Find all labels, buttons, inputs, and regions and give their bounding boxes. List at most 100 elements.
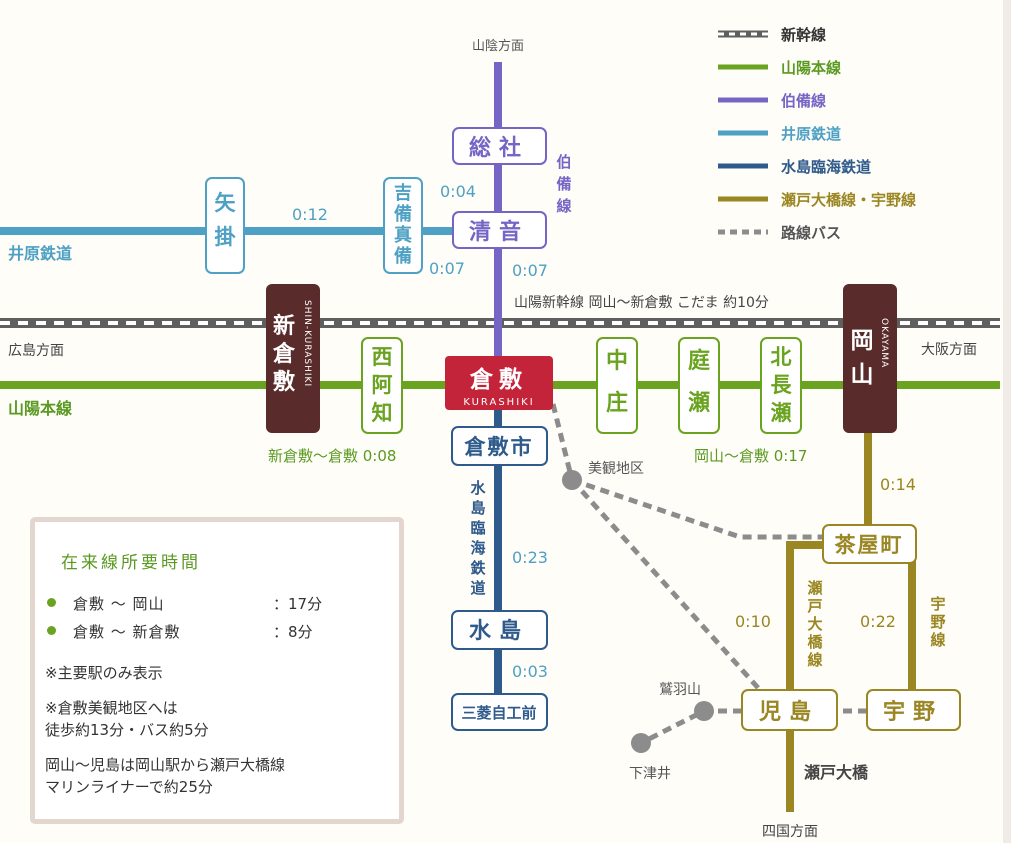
station-shinkurashiki-roman: SHIN-KURASHIKI	[302, 300, 312, 387]
seto-ohashi-line	[786, 433, 872, 812]
washuzan-bus-stop	[694, 701, 714, 721]
shinkansen-note: 山陽新幹線 岡山〜新倉敷 こだま 約10分	[514, 294, 769, 311]
station-kojima-label: 児島	[758, 699, 819, 725]
time-kiyone-kurashiki: 0:07	[512, 261, 548, 280]
time-kibi-kiyone: 0:07	[429, 259, 465, 278]
washuzan-label: 鷲羽山	[659, 682, 701, 698]
legend-item: 瀬戸大橋線・宇野線	[718, 191, 916, 209]
notes-row-kurashiki-shinkurashiki: 倉敷 〜 新倉敷 ：8分	[45, 621, 383, 649]
shimotsui-label: 下津井	[629, 766, 671, 782]
notes-kojima-line1: 岡山〜児島は岡山駅から瀬戸大橋線	[45, 756, 286, 774]
station-kibimakibi[interactable]: 吉備真備	[383, 177, 423, 274]
legend-label: 新幹線	[781, 26, 826, 44]
setoohashi-label: 瀬戸大橋	[804, 763, 869, 782]
notes-title: 在来線所要時間	[61, 553, 201, 573]
bikan-bus-stop	[562, 470, 582, 490]
notes-bikan-line1: ※倉敷美観地区へは	[45, 699, 178, 717]
station-souja-label: 総社	[469, 135, 529, 161]
station-nakasho-label: 中庄	[606, 349, 628, 416]
bullet-icon	[47, 598, 56, 607]
station-uno-label: 宇野	[883, 700, 943, 725]
legend-item: 伯備線	[718, 92, 826, 110]
station-nishiachi[interactable]: 西阿知	[361, 337, 403, 434]
station-mizushima[interactable]: 水島	[451, 610, 548, 650]
notes-route: 倉敷 〜 岡山	[73, 595, 165, 613]
station-nishiachi-label: 西阿知	[372, 345, 393, 425]
notes-time: ：8分	[273, 623, 313, 641]
station-niwase-label: 庭瀬	[688, 348, 710, 416]
notes-kojima-line2: マリンライナーで約25分	[45, 778, 213, 796]
page-scroll-edge	[1003, 0, 1011, 843]
travel-time-notes: 在来線所要時間 倉敷 〜 岡山 ：17分 倉敷 〜 新倉敷 ：8分 ※主要駅のみ表示…	[30, 517, 404, 824]
station-kurashiki-roman: KURASHIKI	[463, 397, 534, 408]
time-okayama-kurashiki: 岡山〜倉敷 0:17	[694, 447, 807, 465]
station-nakasho[interactable]: 中庄	[596, 337, 638, 434]
station-kiyone[interactable]: 清音	[452, 211, 547, 249]
station-kojima[interactable]: 児島	[741, 689, 838, 731]
legend-item: 路線バス	[718, 224, 841, 242]
legend-item: 山陽本線	[718, 59, 841, 77]
legend-label: 伯備線	[781, 92, 826, 110]
notes-row-kurashiki-okayama: 倉敷 〜 岡山 ：17分	[45, 593, 383, 621]
time-okayama-chayamachi: 0:14	[880, 475, 916, 494]
notes-time: ：17分	[273, 595, 323, 613]
osaka-direction-label: 大阪方面	[921, 342, 977, 358]
uno-line-label: 宇野線	[930, 595, 945, 649]
ibara-line-label: 井原鉄道	[8, 244, 72, 263]
legend-label: 井原鉄道	[781, 125, 841, 143]
mizushima-line-label: 水島臨海鉄道	[470, 479, 486, 597]
legend-label: 瀬戸大橋線・宇野線	[781, 191, 916, 209]
station-kurashiki-label: 倉敷	[469, 366, 528, 393]
station-shinkurashiki-label: 新倉敷	[272, 313, 296, 395]
sanyo-line-label: 山陽本線	[8, 399, 72, 418]
station-mitsubishi[interactable]: 三菱自工前	[451, 693, 548, 731]
shikoku-direction-label: 四国方面	[762, 824, 818, 840]
legend-label: 路線バス	[781, 224, 841, 242]
time-chayamachi-kojima: 0:10	[735, 612, 771, 631]
station-mizushima-label: 水島	[469, 618, 529, 644]
hakubi-line-label: 伯備線	[556, 153, 571, 215]
notes-kojima-access: 岡山〜児島は岡山駅から瀬戸大橋線 マリンライナーで約25分	[45, 754, 383, 798]
station-yakake[interactable]: 矢掛	[205, 177, 245, 274]
station-uno[interactable]: 宇野	[866, 689, 961, 731]
seto-ohashi-line-label: 瀬戸大橋線	[807, 579, 823, 669]
bullet-icon	[47, 626, 56, 635]
notes-bikan-access: ※倉敷美観地区へは 徒歩約13分・バス約5分	[45, 697, 383, 741]
hiroshima-direction-label: 広島方面	[8, 343, 64, 359]
legend-item: 井原鉄道	[718, 125, 841, 143]
station-kurashikishi[interactable]: 倉敷市	[451, 426, 548, 466]
station-kitanagase[interactable]: 北長瀬	[760, 337, 802, 434]
time-yakake-kibi: 0:12	[292, 205, 328, 224]
station-kibimakibi-label: 吉備真備	[394, 182, 412, 267]
notes-route: 倉敷 〜 新倉敷	[73, 623, 181, 641]
time-souja-kiyone: 0:04	[440, 182, 476, 201]
legend-item: 水島臨海鉄道	[718, 158, 871, 176]
notes-bikan-line2: 徒歩約13分・バス約5分	[45, 721, 209, 739]
station-souja[interactable]: 総社	[452, 127, 547, 165]
legend-label: 山陽本線	[781, 59, 841, 77]
notes-main-stations: ※主要駅のみ表示	[45, 664, 163, 682]
station-kurashiki[interactable]: 倉敷 KURASHIKI	[445, 356, 553, 410]
time-shinkurashiki-kurashiki: 新倉敷〜倉敷 0:08	[268, 447, 396, 465]
station-okayama-label: 岡山	[851, 328, 874, 388]
bikan-label: 美観地区	[588, 460, 644, 477]
legend-label: 水島臨海鉄道	[781, 158, 871, 176]
station-shinkurashiki[interactable]: 新倉敷 SHIN-KURASHIKI	[266, 284, 320, 433]
station-kiyone-label: 清音	[469, 219, 529, 245]
sanin-direction-label: 山陰方面	[472, 38, 524, 54]
legend-item: 新幹線	[718, 26, 826, 44]
shimotsui-bus-stop	[631, 733, 651, 753]
time-chayamachi-uno: 0:22	[860, 612, 896, 631]
station-chayamachi[interactable]: 茶屋町	[822, 524, 917, 564]
time-kurashikishi-mizushima: 0:23	[512, 548, 548, 567]
station-okayama[interactable]: 岡山 OKAYAMA	[843, 284, 897, 433]
station-kitanagase-label: 北長瀬	[771, 345, 793, 425]
station-mitsubishi-label: 三菱自工前	[461, 704, 536, 722]
station-niwase[interactable]: 庭瀬	[678, 337, 720, 434]
station-chayamachi-label: 茶屋町	[835, 533, 904, 557]
station-okayama-roman: OKAYAMA	[879, 318, 889, 368]
station-yakake-label: 矢掛	[215, 191, 237, 249]
